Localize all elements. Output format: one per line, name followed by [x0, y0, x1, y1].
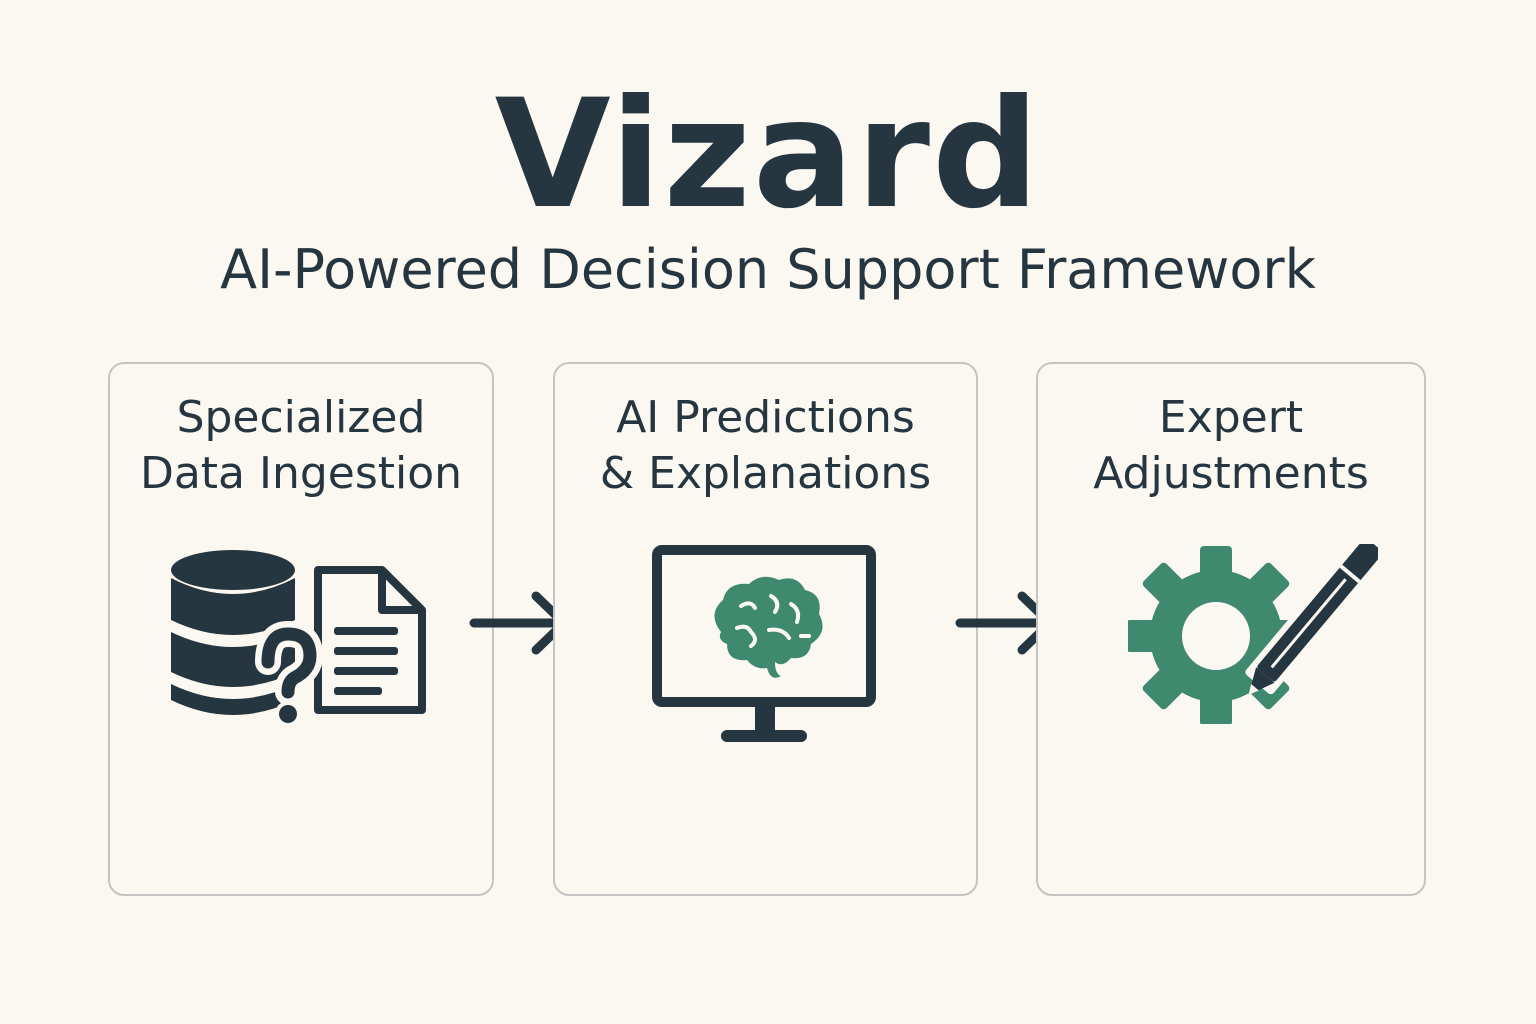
step-label-line2: Adjustments [1093, 448, 1369, 499]
step-label-line1: Specialized [176, 392, 426, 443]
step-card-data-ingestion: Specialized Data Ingestion [108, 362, 494, 896]
gear-pencil-icon [1128, 544, 1378, 724]
page-title: Vizard [494, 68, 1042, 242]
step-label-line2: Data Ingestion [139, 448, 463, 499]
step-label: Expert Adjustments [1038, 390, 1424, 502]
page-subtitle: AI-Powered Decision Support Framework [220, 238, 1316, 301]
monitor-brain-icon [652, 545, 876, 742]
step-label-line1: Expert [1158, 392, 1304, 443]
step-card-expert-adjustments: Expert Adjustments [1036, 362, 1426, 896]
step-label-line2: & Explanations [599, 448, 932, 499]
step-label: AI Predictions & Explanations [555, 390, 976, 502]
step-label-line1: AI Predictions [616, 392, 915, 443]
step-label: Specialized Data Ingestion [110, 390, 492, 502]
database-document-question-icon [171, 550, 426, 727]
step-card-ai-predictions: AI Predictions & Explanations [553, 362, 978, 896]
